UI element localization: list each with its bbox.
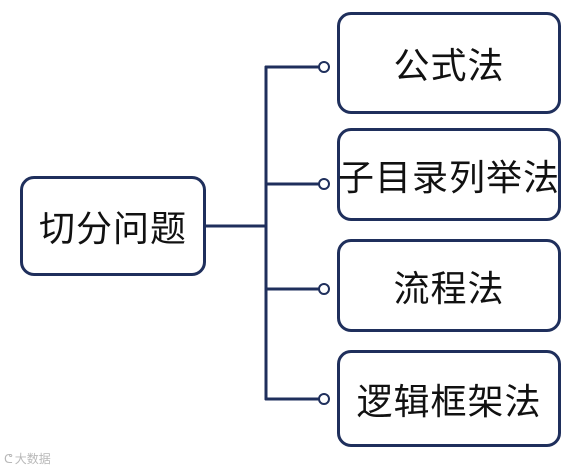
child-node-process: 流程法 [337, 239, 561, 332]
branch-endpoint-2 [318, 283, 330, 295]
watermark-text: 大数据 [14, 452, 51, 466]
child-node-label: 公式法 [393, 46, 505, 87]
root-node: 切分问题 [20, 176, 206, 276]
watermark: ᕦ 大数据 [4, 450, 51, 467]
child-node-label: 子目录列举法 [338, 157, 561, 199]
child-node-formula: 公式法 [337, 12, 561, 114]
branch-endpoint-3 [318, 393, 330, 405]
child-node-logic-framework: 逻辑框架法 [337, 350, 561, 447]
child-node-subdirectory: 子目录列举法 [337, 128, 561, 221]
root-node-label: 切分问题 [38, 209, 187, 250]
logo-icon: ᕦ [4, 451, 13, 466]
child-node-label: 流程法 [393, 268, 505, 310]
branch-endpoint-1 [318, 178, 330, 190]
child-node-label: 逻辑框架法 [356, 381, 542, 423]
branch-endpoint-0 [318, 61, 330, 73]
